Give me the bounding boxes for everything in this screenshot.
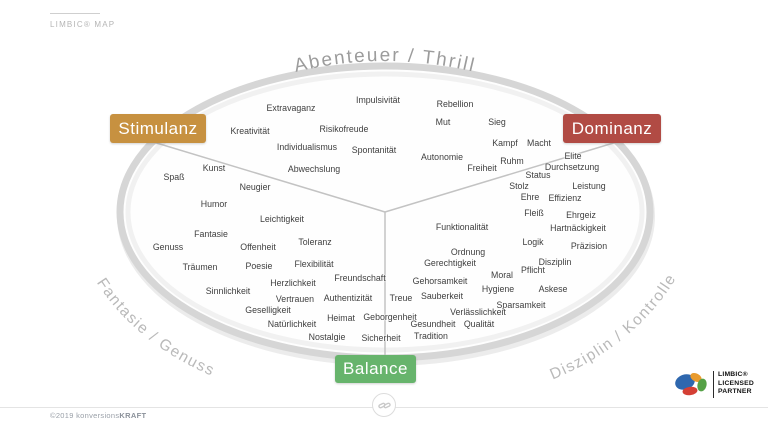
value-word: Herzlichkeit: [270, 278, 316, 288]
value-word: Kampf: [492, 138, 518, 148]
value-word: Leichtigkeit: [259, 214, 305, 224]
value-word: Verlässlichkeit: [450, 307, 506, 317]
value-word: Ruhm: [500, 156, 524, 166]
value-word: Humor: [200, 199, 228, 209]
value-word: Natürlichkeit: [267, 319, 317, 329]
value-word: Risikofreude: [319, 124, 369, 134]
divider-line-stimulanz: [139, 137, 386, 213]
value-word: Sieg: [488, 117, 506, 127]
value-word: Nostalgie: [308, 332, 346, 342]
value-word: Qualität: [463, 319, 495, 329]
value-word: Autonomie: [420, 152, 464, 162]
copyright-prefix: ©2019 konversions: [50, 411, 120, 420]
value-word: Heimat: [327, 313, 355, 323]
value-word: Mut: [435, 117, 451, 127]
value-word: Genuss: [152, 242, 184, 252]
divider-line-dominanz: [384, 137, 631, 213]
badge-line-1: LIMBIC®: [718, 371, 748, 379]
copyright-text: ©2019 konversionsKRAFT: [50, 411, 146, 420]
value-word: Sicherheit: [361, 333, 401, 343]
value-word: Macht: [527, 138, 551, 148]
value-word: Gerechtigkeit: [424, 258, 476, 268]
value-word: Pflicht: [521, 265, 545, 275]
value-word: Extravaganz: [266, 103, 316, 113]
value-word: Geborgenheit: [363, 312, 417, 322]
value-word: Funktionalität: [435, 222, 489, 232]
value-word: Ehre: [520, 192, 540, 202]
badge-line-2: LICENSED: [718, 379, 754, 387]
value-word: Hartnäckigkeit: [550, 223, 606, 233]
value-word: Präzision: [570, 241, 608, 251]
value-word: Freundschaft: [334, 273, 386, 283]
footer-circle-button[interactable]: [372, 393, 396, 417]
value-word: Ordnung: [450, 247, 486, 257]
badge-separator: [713, 370, 714, 398]
value-word: Tradition: [414, 331, 448, 341]
badge-line-3: PARTNER: [718, 388, 752, 396]
value-word: Askese: [538, 284, 568, 294]
value-word: Disziplin: [538, 257, 572, 267]
value-word: Rebellion: [436, 99, 474, 109]
brand-label: LIMBIC® MAP: [50, 20, 116, 29]
link-icon: [377, 402, 391, 408]
value-word: Effizienz: [548, 193, 582, 203]
value-word: Poesie: [245, 261, 273, 271]
value-word: Stolz: [509, 181, 529, 191]
value-word: Elite: [564, 151, 582, 161]
stimulanz-box: Stimulanz: [110, 114, 206, 143]
value-word: Offenheit: [240, 242, 276, 252]
value-word: Treue: [389, 293, 413, 303]
balance-box: Balance: [335, 355, 416, 383]
value-word: Authentizität: [323, 293, 373, 303]
value-word: Ehrgeiz: [566, 210, 596, 220]
value-word: Toleranz: [298, 237, 332, 247]
value-word: Fleiß: [524, 208, 544, 218]
brand-rule: [50, 13, 100, 14]
value-word: Logik: [522, 237, 544, 247]
copyright-brand: KRAFT: [119, 411, 147, 420]
value-word: Gehorsamkeit: [412, 276, 468, 286]
value-word: Spaß: [163, 172, 185, 182]
value-word: Sinnlichkeit: [205, 286, 251, 296]
value-word: Flexibilität: [294, 259, 334, 269]
value-word: Träumen: [182, 262, 218, 272]
value-word: Hygiene: [481, 284, 515, 294]
value-word: Kunst: [202, 163, 226, 173]
value-word: Sauberkeit: [420, 291, 464, 301]
value-word: Individualismus: [276, 142, 338, 152]
value-word: Geselligkeit: [245, 305, 291, 315]
value-word: Fantasie: [194, 229, 228, 239]
value-word: Kreativität: [230, 126, 270, 136]
value-word: Moral: [491, 270, 513, 280]
value-word: Neugier: [239, 182, 271, 192]
limbic-brain-logo-icon: [675, 372, 707, 396]
value-word: Spontanität: [351, 145, 397, 155]
value-word: Sparsamkeit: [496, 300, 546, 310]
value-word: Impulsivität: [356, 95, 400, 105]
value-word: Abwechslung: [287, 164, 341, 174]
value-word: Freiheit: [467, 163, 497, 173]
value-word: Status: [525, 170, 551, 180]
value-word: Leistung: [572, 181, 606, 191]
value-word: Durchsetzung: [544, 162, 600, 172]
dominanz-box: Dominanz: [563, 114, 661, 143]
limbic-partner-badge: LIMBIC® LICENSED PARTNER: [672, 369, 754, 399]
value-word: Gesundheit: [410, 319, 456, 329]
value-word: Vertrauen: [275, 294, 315, 304]
